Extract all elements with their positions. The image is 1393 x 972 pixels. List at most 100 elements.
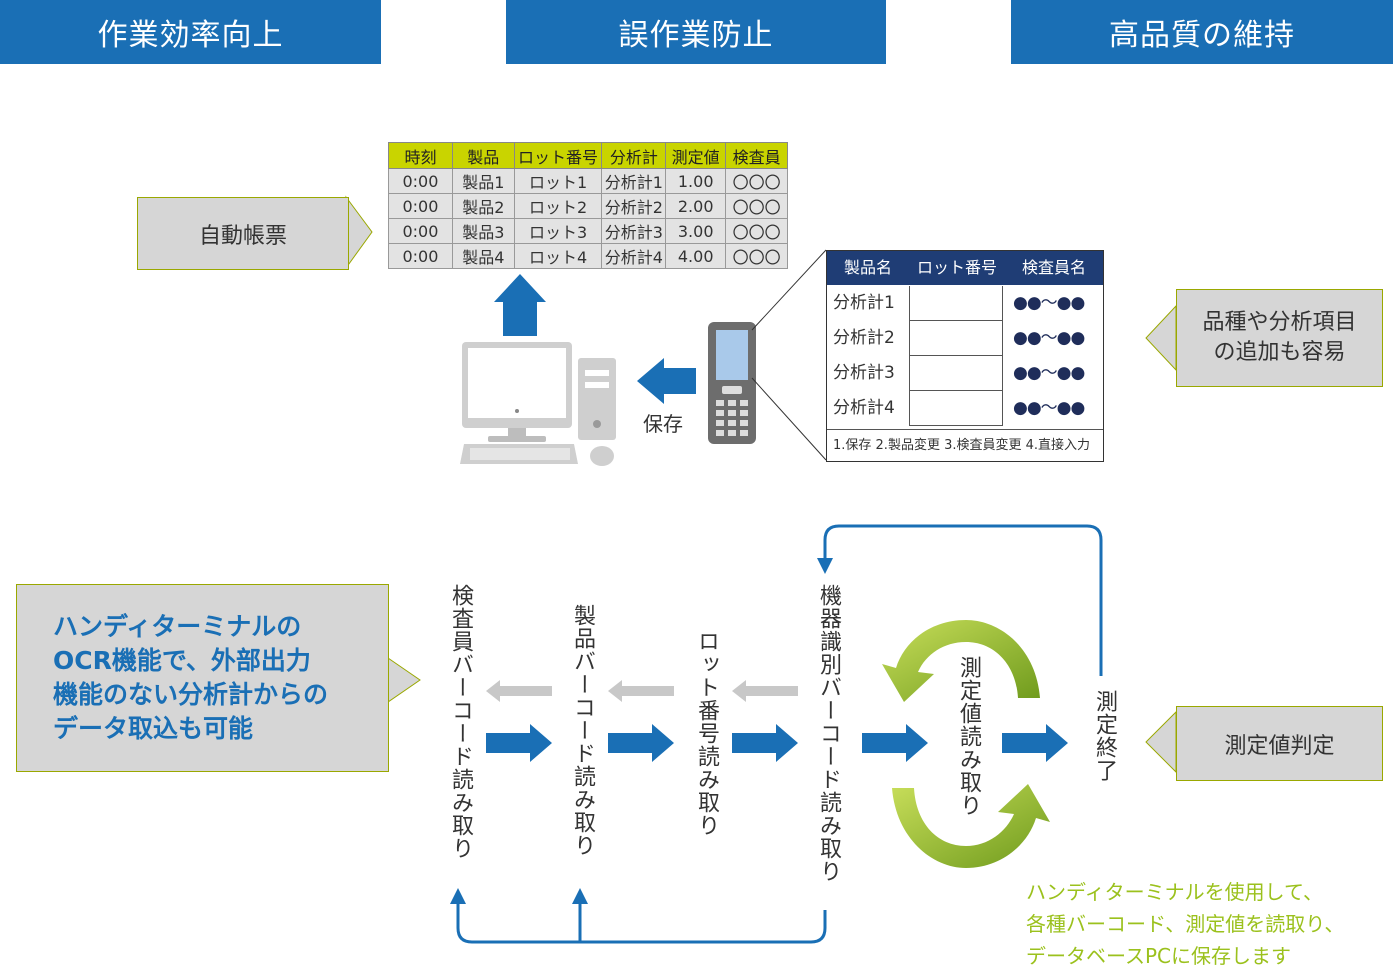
table-cell: 〇〇〇 xyxy=(725,218,788,244)
terminal-row: 分析計3 ●●〜●● xyxy=(827,356,1103,391)
bottom-arrowhead-1 xyxy=(450,888,466,904)
col-header: 時刻 xyxy=(388,142,453,169)
terminal-col-header: 製品名 xyxy=(843,258,892,277)
terminal-row-input xyxy=(909,391,1003,426)
terminal-row-value: ●●〜●● xyxy=(1013,293,1085,313)
terminal-row-input xyxy=(909,286,1003,321)
col-header: ロット番号 xyxy=(513,142,603,169)
bottom-return-line xyxy=(456,902,827,944)
callout-ocr-line4: データ取込も可能 xyxy=(53,714,254,743)
table-cell: 分析計2 xyxy=(601,193,667,219)
header-efficiency: 作業効率向上 xyxy=(0,0,381,64)
callout-easy-add-line2: の追加も容易 xyxy=(1213,340,1346,365)
callout-easy-add: 品種や分析項目 の追加も容易 xyxy=(1176,289,1383,387)
terminal-screen-footer: 1.保存 2.製品変更 3.検査員変更 4.直接入力 xyxy=(827,429,1103,461)
terminal-row-name: 分析計3 xyxy=(833,363,895,383)
table-cell: 1.00 xyxy=(665,168,727,194)
pc-tower-icon xyxy=(578,358,616,440)
loop-return-arrowhead xyxy=(817,558,833,574)
terminal-screen-header: 製品名 ロット番号 検査員名 xyxy=(827,251,1103,285)
cycle-arrows-icon xyxy=(882,620,1050,868)
pc-monitor-icon xyxy=(462,342,572,442)
terminal-row: 分析計2 ●●〜●● xyxy=(827,321,1103,356)
mouse-icon xyxy=(590,446,614,466)
arrow-save-icon xyxy=(637,358,696,404)
callout-ocr-line1: ハンディターミナルの xyxy=(53,612,302,641)
bottom-arrowhead-2 xyxy=(572,888,588,904)
callout-easy-add-line1: 品種や分析項目 xyxy=(1202,310,1357,335)
table-cell: 分析計1 xyxy=(601,168,667,194)
terminal-screen: 製品名 ロット番号 検査員名 分析計1 ●●〜●● 分析計2 ●●〜●● 分析計… xyxy=(826,250,1104,462)
step-measurement-read: 測定値読み取り xyxy=(956,656,981,817)
terminal-row-name: 分析計2 xyxy=(833,328,895,348)
callout-ocr-line2: OCR機能で、外部出力 xyxy=(53,646,311,675)
bottom-note: ハンディターミナルを使用して、 各種バーコード、測定値を読取り、 データベースP… xyxy=(1026,876,1344,972)
step-lot-number: ロット番号読み取り xyxy=(694,630,719,837)
terminal-row-name: 分析計1 xyxy=(833,293,895,313)
table-cell: 0:00 xyxy=(388,193,453,219)
table-cell: 製品1 xyxy=(451,168,515,194)
table-cell: 〇〇〇 xyxy=(725,243,788,269)
table-cell: ロット1 xyxy=(513,168,603,194)
gray-back-arrows xyxy=(486,680,798,702)
bottom-note-line2: 各種バーコード、測定値を読取り、 xyxy=(1026,912,1345,936)
keyboard-icon xyxy=(460,444,578,464)
terminal-col-header: ロット番号 xyxy=(916,258,997,277)
table-cell: 3.00 xyxy=(665,218,727,244)
step-device-barcode: 機器識別バーコード読み取り xyxy=(816,584,841,883)
table-cell: ロット2 xyxy=(513,193,603,219)
terminal-row-value: ●●〜●● xyxy=(1013,363,1085,383)
step-inspector-barcode: 検査員バーコード読み取り xyxy=(448,584,473,860)
blue-forward-arrows xyxy=(486,724,1068,762)
step-product-barcode: 製品バーコード読み取り xyxy=(570,604,595,857)
table-cell: 製品4 xyxy=(451,243,515,269)
table-cell: ロット3 xyxy=(513,218,603,244)
col-header: 製品 xyxy=(451,142,515,169)
terminal-row-value: ●●〜●● xyxy=(1013,328,1085,348)
terminal-row-value: ●●〜●● xyxy=(1013,398,1085,418)
callout-pointer-judge xyxy=(1145,710,1177,774)
terminal-col-header: 検査員名 xyxy=(1021,258,1086,277)
bottom-note-line3: データベースPCに保存します xyxy=(1026,944,1292,968)
step-measurement-end: 測定終了 xyxy=(1092,690,1117,782)
col-header: 検査員 xyxy=(725,142,788,169)
table-cell: 分析計4 xyxy=(601,243,667,269)
callout-pointer-easy-add xyxy=(1145,304,1177,372)
callout-pointer-ocr xyxy=(387,657,421,703)
arrow-up-icon xyxy=(494,274,546,336)
callout-ocr: ハンディターミナルの OCR機能で、外部出力 機能のない分析計からの データ取込… xyxy=(16,584,389,772)
table-cell: 2.00 xyxy=(665,193,727,219)
callout-ocr-line3: 機能のない分析計からの xyxy=(53,680,329,709)
terminal-row-name: 分析計4 xyxy=(833,398,895,418)
table-cell: 分析計3 xyxy=(601,218,667,244)
table-cell: 0:00 xyxy=(388,168,453,194)
terminal-row-input xyxy=(909,321,1003,356)
table-cell: 0:00 xyxy=(388,218,453,244)
table-cell: 4.00 xyxy=(665,243,727,269)
handheld-terminal-icon xyxy=(708,322,756,444)
save-label: 保存 xyxy=(643,412,683,436)
terminal-row-input xyxy=(909,356,1003,391)
callout-pointer-report xyxy=(345,195,373,270)
table-cell: 0:00 xyxy=(388,243,453,269)
terminal-row: 分析計4 ●●〜●● xyxy=(827,391,1103,426)
col-header: 分析計 xyxy=(601,142,667,169)
table-cell: 〇〇〇 xyxy=(725,193,788,219)
header-error-prevention: 誤作業防止 xyxy=(506,0,886,64)
bottom-note-line1: ハンディターミナルを使用して、 xyxy=(1026,880,1323,904)
callout-judge: 測定値判定 xyxy=(1176,706,1383,781)
table-cell: 製品3 xyxy=(451,218,515,244)
loop-return-line xyxy=(823,524,1103,676)
terminal-row: 分析計1 ●●〜●● xyxy=(827,286,1103,321)
callout-auto-report: 自動帳票 xyxy=(137,197,349,270)
table-cell: 製品2 xyxy=(451,193,515,219)
table-cell: 〇〇〇 xyxy=(725,168,788,194)
header-quality: 高品質の維持 xyxy=(1011,0,1393,64)
col-header: 測定値 xyxy=(665,142,727,169)
